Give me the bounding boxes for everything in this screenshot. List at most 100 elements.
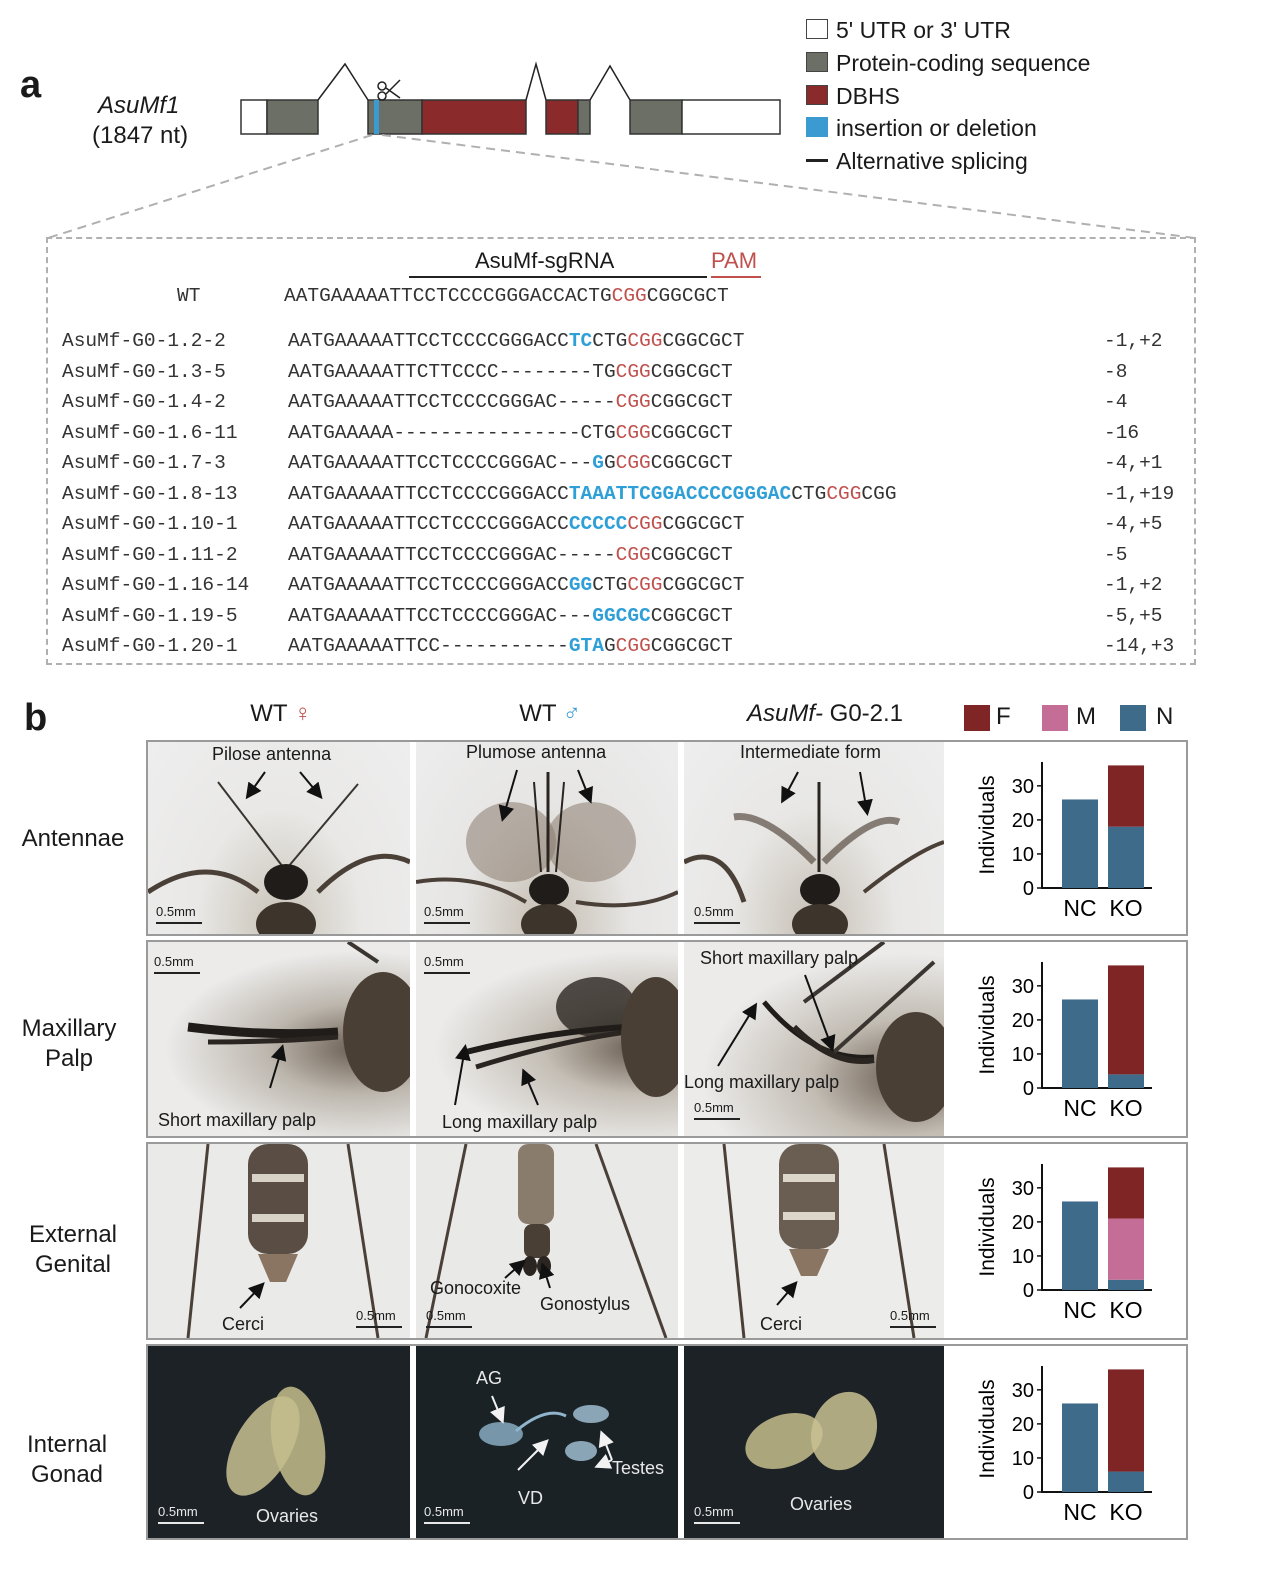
- sequence-segment: CGGCGCT: [662, 513, 745, 535]
- photo-genital-mutant: Cerci 0.5mm: [684, 1144, 944, 1338]
- sequence-segment: CGGCGCT: [650, 604, 733, 627]
- row-label-external-genital: External Genital: [28, 1221, 118, 1278]
- pam-segment: CGG: [615, 391, 651, 413]
- label-pilose-antenna: Pilose antenna: [212, 744, 332, 764]
- col-head-wt-male: WT ♂: [519, 700, 581, 727]
- sequence-row-sequence: AATGAAAAA----------------CTGCGGCGGCGCT: [288, 422, 733, 444]
- bar-segment-n: [1062, 799, 1098, 888]
- x-category-label: NC: [1063, 1499, 1096, 1525]
- sequence-segment: CGGCGCT: [650, 360, 733, 383]
- photo-palp-wt-female: Short maxillary palp 0.5mm: [148, 942, 410, 1136]
- sequence-row-sequence: AATGAAAAATTCC-----------GTAGCGGCGGCGCT: [288, 635, 733, 657]
- sequence-segment: AATGAAAAATTCCTCCCCGGGAC---: [288, 452, 593, 474]
- sequence-segment: AATGAAAAATTCCTCCCCGGGAC-----: [288, 391, 616, 413]
- sequence-segment: CGGCGCT: [650, 452, 733, 474]
- scissors-icon: [377, 79, 401, 101]
- indel-segment: GGCGC: [592, 604, 651, 627]
- label-gonostylus: Gonostylus: [540, 1294, 631, 1314]
- label-gonocoxite: Gonocoxite: [430, 1278, 522, 1298]
- sequence-row-label: AsuMf-G0-1.8-13: [62, 482, 238, 505]
- label-ovaries-mutant: Ovaries: [790, 1494, 853, 1514]
- sequence-segment: AATGAAAAATTCCTCCCCGGGACC: [288, 574, 569, 596]
- label-long-maxillary-palp-mutant: Long maxillary palp: [684, 1072, 840, 1092]
- y-tick-label: 10: [1012, 1246, 1034, 1268]
- sequence-segment: G: [603, 452, 616, 474]
- photo-palp-mutant: Short maxillary palp Long maxillary palp…: [684, 942, 944, 1136]
- photo-genital-wt-female: Cerci 0.5mm: [148, 1144, 410, 1338]
- label-testes: Testes: [612, 1458, 665, 1478]
- sequence-row: AsuMf-G0-1.8-13 AATGAAAAATTCCTCCCCGGGACCT…: [0, 483, 1264, 507]
- sequence-segment: AATGAAAAATTCCTCCCCGGGACC: [288, 482, 569, 505]
- y-tick-label: 20: [1012, 1010, 1034, 1032]
- indel-segment: TC: [568, 330, 593, 352]
- row-label-maxillary-palp: Maxillary Palp: [21, 1015, 117, 1072]
- y-tick-label: 10: [1012, 844, 1034, 866]
- sgrna-label: AsuMf-sgRNA: [475, 248, 615, 273]
- panel-a-letter: a: [20, 64, 42, 106]
- gene-name: AsuMf1: [98, 92, 180, 119]
- sequence-segment: AATGAAAAATTCC-----------: [288, 635, 569, 657]
- pam-segment: CGG: [627, 330, 663, 352]
- wt-sequence: AATGAAAAATTCCTCCCCGGGACCACTGCGGCGGCGCT: [284, 285, 729, 307]
- label-cerci-mutant: Cerci: [760, 1314, 803, 1334]
- pam-segment: CGG: [615, 360, 651, 383]
- sequence-row-change: -4: [1104, 391, 1128, 413]
- photo-antennae-wt-female: Pilose antenna 0.5mm: [148, 742, 410, 934]
- indel-segment: GG: [568, 574, 593, 596]
- sequence-segment: CGGCGCT: [650, 391, 733, 413]
- x-category-label: NC: [1063, 1095, 1096, 1121]
- sequence-row-change: -1,+2: [1104, 574, 1163, 596]
- y-tick-label: 10: [1012, 1448, 1034, 1470]
- sequence-segment: CTG: [592, 330, 628, 352]
- bar-segment-n: [1062, 999, 1098, 1088]
- sequence-segment: AATGAAAAATTCCTCCCCGGGAC---: [288, 604, 593, 627]
- indel-segment: GTA: [568, 635, 604, 657]
- sequence-row-change: -1,+2: [1104, 330, 1163, 352]
- pam-segment: CGG: [826, 482, 862, 505]
- label-ag: AG: [476, 1368, 503, 1388]
- sequence-row-label: AsuMf-G0-1.19-5: [62, 604, 238, 627]
- scale-bar: 0.5mm: [154, 954, 200, 974]
- pam-bar: [711, 276, 761, 278]
- bar-segment-n: [1062, 1201, 1098, 1290]
- sequence-row-sequence: AATGAAAAATTCTTCCCC--------TGCGGCGGCGCT: [288, 361, 733, 383]
- y-axis-label: Individuals: [976, 1177, 999, 1276]
- y-axis-label: Individuals: [976, 1379, 999, 1478]
- scale-bar: 0.5mm: [694, 1100, 740, 1120]
- row-label-antennae: Antennae: [21, 825, 125, 852]
- sequence-segment: AATGAAAAA----------------CTG: [288, 421, 616, 444]
- row-box-internal-gonad: [146, 1344, 1188, 1540]
- pam-segment: CGG: [615, 452, 651, 474]
- x-category-label: KO: [1109, 895, 1142, 921]
- scale-bar: 0.5mm: [426, 1308, 472, 1328]
- photo-gonad-wt-female: Ovaries 0.5mm: [148, 1346, 410, 1538]
- sequence-row-change: -16: [1104, 421, 1140, 444]
- sequence-segment: AATGAAAAATTCCTCCCCGGGACC: [288, 513, 569, 535]
- pam-segment: CGG: [615, 635, 651, 657]
- bar-segment-f: [1108, 1167, 1144, 1219]
- y-tick-label: 0: [1023, 1078, 1034, 1100]
- x-category-label: NC: [1063, 1297, 1096, 1323]
- sequence-row-label: AsuMf-G0-1.11-2: [62, 543, 238, 566]
- sequence-row-label: AsuMf-G0-1.6-11: [62, 421, 238, 444]
- y-axis-label: Individuals: [976, 775, 999, 874]
- sequence-row-change: -4,+5: [1104, 513, 1163, 535]
- y-tick-label: 0: [1023, 1482, 1034, 1504]
- sequence-segment: AATGAAAAATTCCTCCCCGGGAC-----: [288, 543, 616, 566]
- scale-bar: 0.5mm: [890, 1308, 936, 1328]
- wt-label: WT: [177, 285, 201, 307]
- sequence-segment: CGGCGCT: [662, 330, 745, 352]
- bar-segment-f: [1108, 765, 1144, 827]
- indel-segment: TAAATTCGGACCCCGGGAC: [568, 482, 792, 505]
- sequence-row-label: AsuMf-G0-1.16-14: [62, 574, 250, 596]
